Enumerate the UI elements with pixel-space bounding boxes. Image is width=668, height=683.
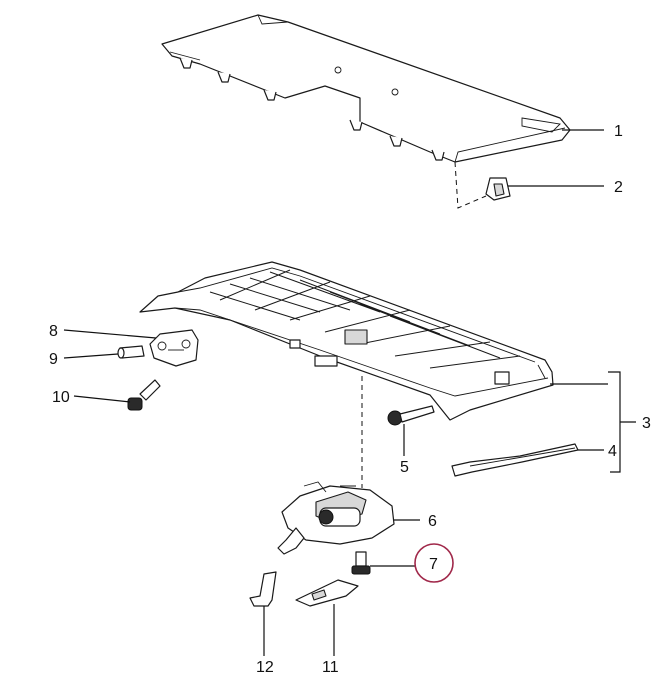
part-1-shelf-cover	[161, 14, 571, 163]
part-5-screw	[387, 405, 435, 426]
callout-label-8: 8	[49, 323, 58, 340]
callout-label-11: 11	[322, 659, 339, 676]
callout-label-6: 6	[428, 513, 437, 530]
dash-line-2	[454, 161, 487, 209]
leader-lines	[63, 129, 636, 656]
part-12-hook	[249, 571, 277, 607]
part-9-pin	[117, 345, 145, 359]
callout-label-10: 10	[52, 389, 70, 406]
callout-label-4: 4	[608, 443, 617, 460]
part-7-screw	[351, 551, 371, 575]
part-8-bracket	[149, 329, 199, 367]
callout-label-2: 2	[614, 179, 623, 196]
part-2-clip	[485, 177, 511, 201]
part-3-shelf-frame	[139, 261, 554, 421]
part-10-bolt	[127, 379, 161, 411]
callout-label-1: 1	[614, 123, 623, 140]
part-11-cover-plate	[295, 579, 359, 607]
callout-highlight-ring-7[interactable]	[414, 543, 454, 583]
callout-label-9: 9	[49, 351, 58, 368]
part-6-actuator	[277, 481, 395, 555]
callout-label-12: 12	[256, 659, 274, 676]
callout-label-7: 7	[429, 556, 438, 573]
callout-label-5: 5	[400, 459, 409, 476]
callout-label-3: 3	[642, 415, 651, 432]
part-4-trim-strip	[451, 443, 579, 477]
